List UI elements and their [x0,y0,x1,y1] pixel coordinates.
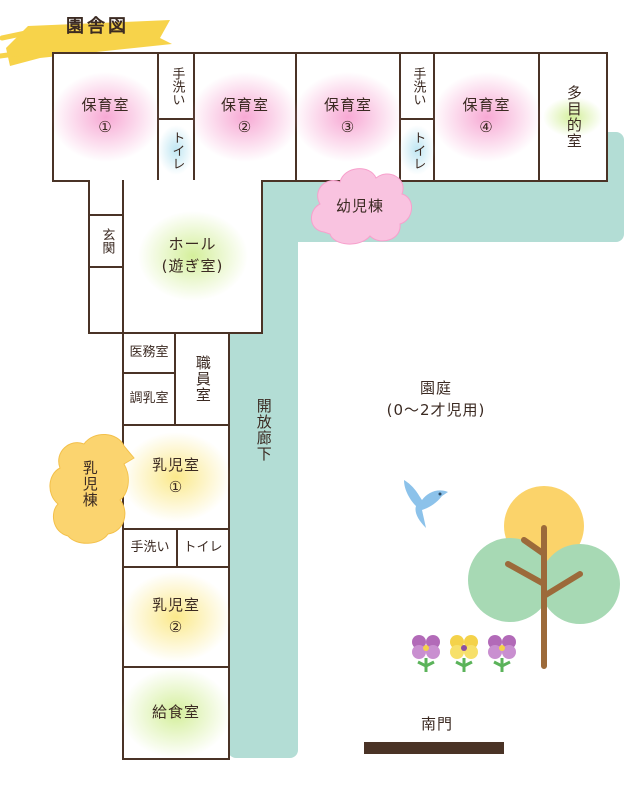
youji-building-label: 幼児棟 [335,197,384,215]
youji-cloud [311,168,412,245]
hoiku-room-4: 保育室 ④ [433,52,540,182]
toilet-c: トイレ [176,528,230,568]
south-gate-label: 南門 [420,715,453,733]
flowers-icon [412,635,516,672]
entrance: 玄関 [88,214,124,268]
hoiku-room-2: 保育室 ② [193,52,297,182]
south-gate [364,742,504,754]
handwash-c: 手洗い [122,528,178,568]
hoiku-room-1: 保育室 ① [52,52,159,182]
nyuji-room-1: 乳児室 ① [122,424,230,530]
toilet-b: トイレ [399,118,435,182]
garden-label: 園庭 (0～2才児用) [386,379,486,419]
multipurpose-room: 多目的室 [538,52,608,182]
nyuji-building-label: 乳児棟 [80,460,99,508]
staff-room: 職員室 [174,332,230,426]
hall-room: ホール (遊ぎ室) [122,180,263,334]
medical-room: 医務室 [122,332,176,374]
page-title: 園舎図 [66,16,129,37]
toilet-a: トイレ [157,118,195,182]
title-brush [0,20,172,66]
bird-icon [404,480,448,528]
handwash-b: 手洗い [399,52,435,120]
tree-icon [468,486,620,669]
open-corridor-label: 開放廊下 [254,398,273,462]
handwash-a: 手洗い [157,52,195,120]
nyuji-room-2: 乳児室 ② [122,566,230,668]
kitchen: 給食室 [122,666,230,760]
nyuji-cloud [49,434,135,544]
hoiku-room-3: 保育室 ③ [295,52,401,182]
formula-room: 調乳室 [122,372,176,426]
